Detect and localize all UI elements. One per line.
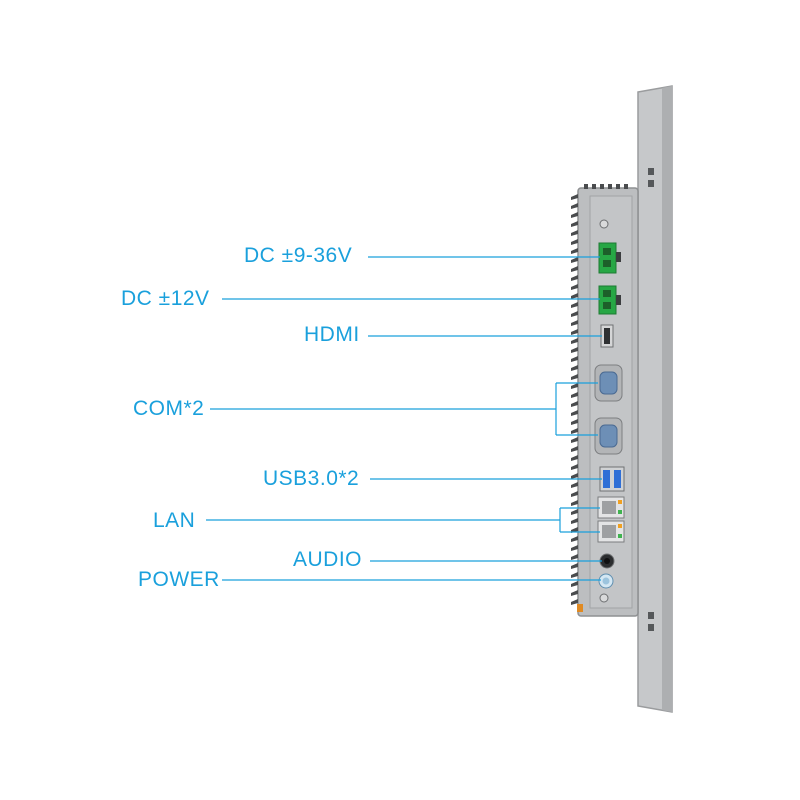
label-power: POWER — [138, 568, 220, 591]
heatsink-fin — [571, 230, 578, 236]
heatsink-fin — [571, 239, 578, 245]
heatsink-fin — [571, 338, 578, 344]
heatsink-fin — [571, 194, 578, 200]
heatsink-fin — [571, 383, 578, 389]
display-panel — [637, 85, 673, 713]
lan-port-1 — [597, 496, 625, 519]
heatsink-fin — [600, 184, 604, 189]
label-dc-12v: DC ±12V — [121, 287, 210, 310]
heatsink-fin — [571, 275, 578, 281]
label-lan: LAN — [153, 509, 196, 532]
heatsink-fin — [571, 401, 578, 407]
heatsink-fin — [571, 500, 578, 506]
lan-port-2 — [597, 520, 625, 543]
label-audio: AUDIO — [293, 548, 363, 571]
usb-ports — [599, 466, 625, 492]
heatsink-fin — [571, 320, 578, 326]
heatsink-fin — [571, 419, 578, 425]
com-port-2 — [594, 417, 623, 455]
heatsink-fin — [571, 428, 578, 434]
label-com: COM*2 — [133, 397, 205, 420]
heatsink-fin — [571, 518, 578, 524]
com-port-1 — [594, 364, 623, 402]
heatsink-fin — [571, 302, 578, 308]
heatsink-fin — [571, 365, 578, 371]
heatsink-fin — [571, 545, 578, 551]
heatsink-fin — [571, 248, 578, 254]
heatsink-fin — [571, 473, 578, 479]
heatsink-fin — [571, 410, 578, 416]
heatsink-fin — [571, 563, 578, 569]
heatsink-fin — [571, 536, 578, 542]
heatsink-fin — [571, 329, 578, 335]
heatsink-fin — [571, 590, 578, 596]
heatsink-fin — [571, 491, 578, 497]
label-dc-wide: DC ±9-36V — [244, 244, 353, 267]
heatsink-fin — [571, 581, 578, 587]
heatsink-fin — [571, 455, 578, 461]
heatsink-fin — [571, 554, 578, 560]
heatsink-fin — [624, 184, 628, 189]
heatsink-fin — [571, 347, 578, 353]
hdmi-port — [600, 324, 614, 348]
heatsink-fin — [571, 257, 578, 263]
heatsink-fin — [571, 266, 578, 272]
heatsink-fin — [571, 284, 578, 290]
leader-com-bracket — [555, 382, 598, 436]
heatsink-fin — [571, 599, 578, 605]
dc-wide-terminal — [598, 242, 621, 274]
dc-12v-terminal — [598, 285, 621, 315]
heatsink-fin — [571, 212, 578, 218]
heatsink-fin — [571, 356, 578, 362]
audio-jack — [599, 553, 615, 569]
heatsink-fin — [571, 572, 578, 578]
heatsink-fin — [584, 184, 588, 189]
label-hdmi: HDMI — [304, 323, 360, 346]
heatsink-fin — [571, 374, 578, 380]
heatsink-fin — [571, 203, 578, 209]
heatsink-fin — [616, 184, 620, 189]
heatsink-fin — [571, 446, 578, 452]
heatsink-fin — [571, 311, 578, 317]
heatsink-fin — [571, 482, 578, 488]
heatsink-fin — [608, 184, 612, 189]
power-button — [598, 573, 614, 589]
heatsink-fin — [571, 437, 578, 443]
heatsink-fin — [571, 509, 578, 515]
heatsink-fin — [571, 221, 578, 227]
callout-lines — [206, 256, 602, 581]
heatsink-fin — [592, 184, 596, 189]
heatsink-fin — [571, 293, 578, 299]
leader-lan-bracket — [559, 507, 600, 533]
label-usb: USB3.0*2 — [263, 467, 360, 490]
heatsink-fin — [571, 392, 578, 398]
heatsink-fin — [571, 464, 578, 470]
